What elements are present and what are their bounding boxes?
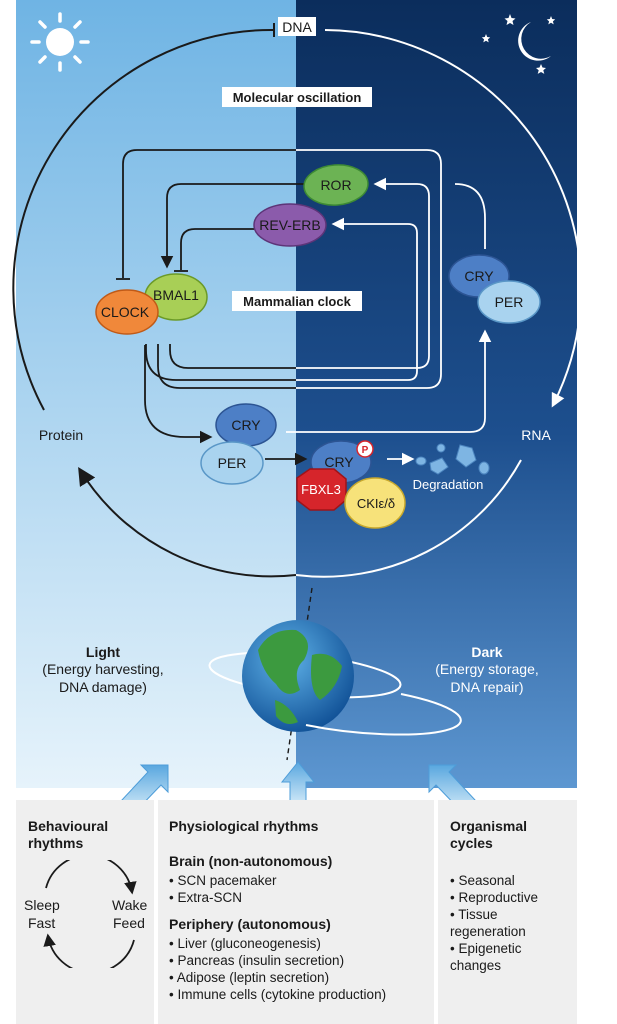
list-item: Immune cells (cytokine production) — [169, 986, 434, 1003]
per-label: PER — [218, 455, 247, 471]
sleep-label: Sleep — [24, 897, 60, 913]
physiological-rhythms-panel: Physiological rhythms Brain (non-autonom… — [158, 800, 434, 1024]
outer-cycle-bottom-left-arc — [78, 466, 297, 578]
cry-label: CRY — [231, 417, 261, 433]
behavioural-rhythms-panel: Behavioural rhythms Sleep Fast Wake Feed — [16, 800, 154, 1024]
list-item: Pancreas (insulin secretion) — [169, 952, 434, 969]
degradation-fragments-icon — [415, 443, 490, 475]
organismal-cycles-panel: Organismal cycles Seasonal Reproductive … — [438, 800, 577, 1024]
outer-cycle-protein-arc — [12, 28, 275, 411]
rev-erb-protein — [253, 203, 327, 247]
behaviour-cycle-arrows — [43, 860, 137, 968]
molecular-oscillation-label: Molecular oscillation — [233, 90, 362, 105]
mammalian-clock-label: Mammalian clock — [243, 294, 351, 309]
phospho-label: P — [362, 445, 369, 456]
dark-title: Dark — [471, 644, 502, 660]
behavioural-title-line1: Behavioural — [28, 818, 109, 834]
list-item: Liver (gluconeogenesis) — [169, 935, 434, 952]
physiological-title: Physiological rhythms — [169, 818, 319, 834]
fbxl3-label: FBXL3 — [301, 482, 341, 497]
stars-icon — [481, 14, 556, 74]
list-item: Tissue regeneration — [450, 906, 571, 940]
dna-label: DNA — [282, 19, 312, 35]
list-item: Reproductive — [450, 889, 571, 906]
rev-erb-label: REV-ERB — [259, 217, 320, 233]
dark-line2: DNA repair) — [450, 679, 523, 695]
clock-protein — [95, 289, 159, 335]
organismal-list: Seasonal Reproductive Tissue regeneratio… — [450, 872, 577, 974]
wake-label: Wake — [112, 897, 148, 913]
list-item: Extra-SCN — [169, 889, 434, 906]
feedback-loops — [116, 149, 492, 466]
list-item: SCN pacemaker — [169, 872, 434, 889]
brain-list: SCN pacemaker Extra-SCN — [169, 872, 434, 906]
feed-label: Feed — [113, 915, 145, 931]
list-item: Epigenetic changes — [450, 940, 571, 974]
organismal-title-line1: Organismal — [450, 818, 528, 834]
bmal1-label: BMAL1 — [153, 287, 199, 303]
list-item: Seasonal — [450, 872, 571, 889]
outer-cycle-rna-arc — [324, 29, 583, 408]
light-line2: DNA damage) — [59, 679, 147, 695]
outer-cycle-bottom-right-arc — [295, 459, 522, 578]
protein-label: Protein — [39, 427, 83, 443]
list-item: Adipose (leptin secretion) — [169, 969, 434, 986]
brain-title: Brain (non-autonomous) — [169, 853, 333, 869]
behavioural-title-line2: rhythms — [28, 835, 84, 851]
sun-icon — [30, 12, 90, 72]
fast-label: Fast — [28, 915, 56, 931]
clock-label: CLOCK — [101, 304, 150, 320]
cry-night-label: CRY — [464, 268, 494, 284]
organismal-title-line2: cycles — [450, 835, 493, 851]
rna-label: RNA — [521, 427, 551, 443]
ror-label: ROR — [320, 177, 351, 193]
ck-protein — [344, 477, 406, 529]
per-protein — [200, 441, 264, 485]
light-title: Light — [86, 644, 121, 660]
degradation-label: Degradation — [413, 477, 484, 492]
per-night-label: PER — [495, 294, 524, 310]
phospho-badge — [356, 440, 374, 458]
molecular-oscillation-bg — [222, 87, 372, 107]
ck-label: CKIε/δ — [357, 496, 395, 511]
dna-label-bg — [278, 17, 316, 36]
ror-protein — [303, 164, 369, 206]
periphery-list: Liver (gluconeogenesis) Pancreas (insuli… — [169, 935, 434, 1003]
periphery-title: Periphery (autonomous) — [169, 916, 331, 932]
light-line1: (Energy harvesting, — [42, 661, 163, 677]
mammalian-clock-bg — [232, 291, 362, 311]
per-protein-night — [477, 280, 541, 324]
dark-line1: (Energy storage, — [435, 661, 539, 677]
earth-icon — [208, 587, 462, 761]
cry-phospho-label: CRY — [324, 454, 354, 470]
